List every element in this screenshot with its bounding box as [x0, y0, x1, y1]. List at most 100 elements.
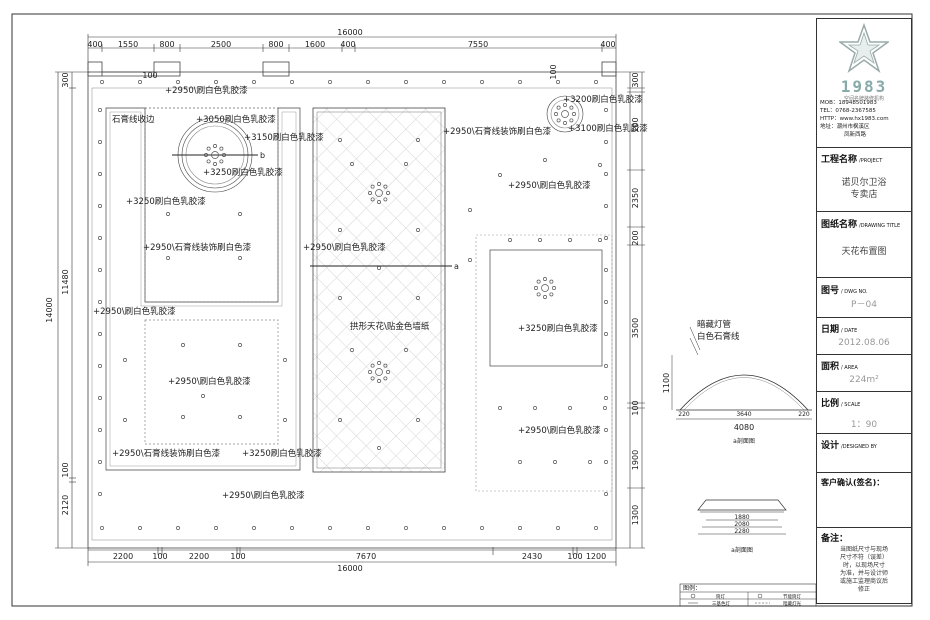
- label-20: +2950\刷白色乳胶漆: [222, 490, 305, 501]
- dim-top-seg-0: 400: [87, 40, 102, 49]
- downlight-icon: [123, 418, 127, 422]
- downlight-icon: [404, 348, 408, 352]
- downlight-icon: [604, 492, 608, 496]
- mark-a: a: [454, 262, 459, 271]
- downlight-icon: [556, 526, 560, 530]
- downlight-icon: [533, 406, 537, 410]
- drawing-heading: 图纸名称/DRAWING TITLE: [817, 217, 911, 230]
- dim-right-seg-2: 2350: [631, 188, 640, 208]
- remark-line-3: 为准，并与设计师: [839, 570, 888, 577]
- legend-title: 图例：: [683, 584, 701, 592]
- dim-top-seg-6: 400: [340, 40, 355, 49]
- label-17: +2950\刷白色乳胶漆: [518, 425, 601, 436]
- chandelier-bulb-icon: [536, 279, 541, 284]
- chandelier-group: [204, 103, 576, 383]
- right-recess: [489, 249, 603, 367]
- downlight-icon: [181, 343, 185, 347]
- downlight-icon: [604, 108, 608, 112]
- chandelier-bulb-icon: [543, 295, 547, 299]
- project-sub: /PROJECT: [859, 158, 883, 164]
- downlight-icon: [604, 396, 608, 400]
- downlight-icon: [98, 396, 102, 400]
- chandelier-center-icon: [561, 110, 569, 118]
- dim-right-seg-6: 1900: [631, 450, 640, 470]
- contact-tel: TEL：0768-2367585: [820, 108, 876, 114]
- legend-item-2: 节能筒灯: [783, 593, 801, 600]
- section-cut-lines: [172, 154, 452, 267]
- scale-label: 比例: [821, 399, 840, 409]
- downlight-icon: [290, 80, 294, 84]
- chandelier-bulb-icon: [213, 144, 217, 148]
- downlight-icon: [468, 258, 472, 262]
- downlight-icon: [416, 228, 420, 232]
- dim-top-seg-7: 7550: [468, 40, 488, 49]
- downlight-icon: [100, 526, 104, 530]
- downlight-icon: [98, 364, 102, 368]
- chandelier-bulb-icon: [386, 191, 390, 195]
- label-1: +2950\刷白色乳胶漆: [165, 85, 248, 96]
- chandelier-bulb-icon: [219, 159, 224, 164]
- left-dimensions: [55, 71, 90, 549]
- chandelier-bulb-icon: [368, 191, 372, 195]
- label-2: +3200刷白色乳胶漆: [563, 94, 643, 105]
- downlight-icon: [603, 406, 607, 410]
- downlight-icon: [283, 358, 287, 362]
- legend-item-0: 筒灯: [716, 593, 725, 600]
- section-a-callout-1: 暗藏灯管: [697, 319, 731, 330]
- downlight-icon: [416, 138, 420, 142]
- designer-sub: /DESIGNED BY: [841, 444, 877, 450]
- label-19: +3250刷白色乳胶漆: [242, 448, 322, 459]
- chandelier-center-icon: [541, 284, 549, 292]
- downlight-icon: [594, 80, 598, 84]
- chandelier-bulb-icon: [370, 376, 375, 381]
- label-12: +2950\刷白色乳胶漆: [303, 242, 386, 253]
- downlight-icon: [498, 173, 502, 177]
- chandelier-bulb-icon: [213, 162, 217, 166]
- downlight-icon: [166, 212, 170, 216]
- dim-bottom-seg-2: 2200: [189, 552, 209, 561]
- downlight-icon: [98, 140, 102, 144]
- chandelier-bulb-icon: [556, 118, 561, 123]
- section-b: 1880 2080 2280 a剖面图: [697, 499, 787, 554]
- label-15: +3250刷白色乳胶漆: [518, 323, 598, 334]
- remark-line-0: 当图纸尺寸与现场: [839, 546, 888, 553]
- designer-label: 设计: [821, 441, 840, 451]
- downlight-icon: [604, 364, 608, 368]
- project-label: 工程名称: [821, 155, 858, 165]
- ceiling-labels: +2950\刷白色乳胶漆 +3200刷白色乳胶漆 +3100刷白色乳胶漆 石膏线…: [93, 85, 648, 501]
- section-b-d3: 2280: [734, 528, 749, 535]
- downlight-icon: [100, 80, 104, 84]
- mark-b: b: [260, 151, 265, 160]
- downlight-icon: [328, 80, 332, 84]
- downlight-icon: [138, 80, 142, 84]
- downlight-icon: [604, 204, 608, 208]
- label-18: +2950\石膏线装饰刷白色漆: [112, 448, 221, 459]
- dim-bottom-seg-0: 2200: [113, 552, 133, 561]
- section-b-d2: 2080: [734, 521, 749, 528]
- dim-bottom-seg-6: 100: [567, 552, 582, 561]
- dim-top-inner-left: 100: [142, 71, 157, 80]
- chandelier-bulb-icon: [563, 103, 567, 107]
- downlight-icon: [416, 418, 420, 422]
- downlight-icon: [518, 80, 522, 84]
- chandelier-bulb-icon: [552, 286, 556, 290]
- chandelier-bulb-icon: [549, 292, 554, 297]
- downlight-icon: [594, 526, 598, 530]
- remarks-text: 当图纸尺寸与现场 尺寸不符（误差） 时，以现场尺寸 为准，并与设计师 或施工监理…: [817, 546, 911, 594]
- logo-text: 1983: [840, 77, 888, 96]
- drawing-title: 天花布置图: [841, 247, 887, 257]
- downlight-icon: [480, 80, 484, 84]
- chandelier-center-icon: [211, 151, 219, 159]
- remark-line-1: 尺寸不符（误差）: [839, 554, 888, 561]
- dim-bottom-seg-1: 100: [152, 552, 167, 561]
- arch-ceiling-inner: [316, 111, 442, 469]
- downlight-icon: [238, 343, 242, 347]
- legend: 图例： 筒灯 节能筒灯 三基色灯 暗藏灯光: [679, 583, 817, 607]
- downlight-icon: [176, 526, 180, 530]
- dim-left-inner: 11480: [61, 269, 70, 294]
- label-14: 拱形天花\贴金色墙纸: [350, 321, 430, 332]
- right-zone: [475, 234, 613, 492]
- downlight-icon: [518, 460, 522, 464]
- label-6: +3150刷白色乳胶漆: [244, 132, 324, 143]
- downlight-icon: [604, 332, 608, 336]
